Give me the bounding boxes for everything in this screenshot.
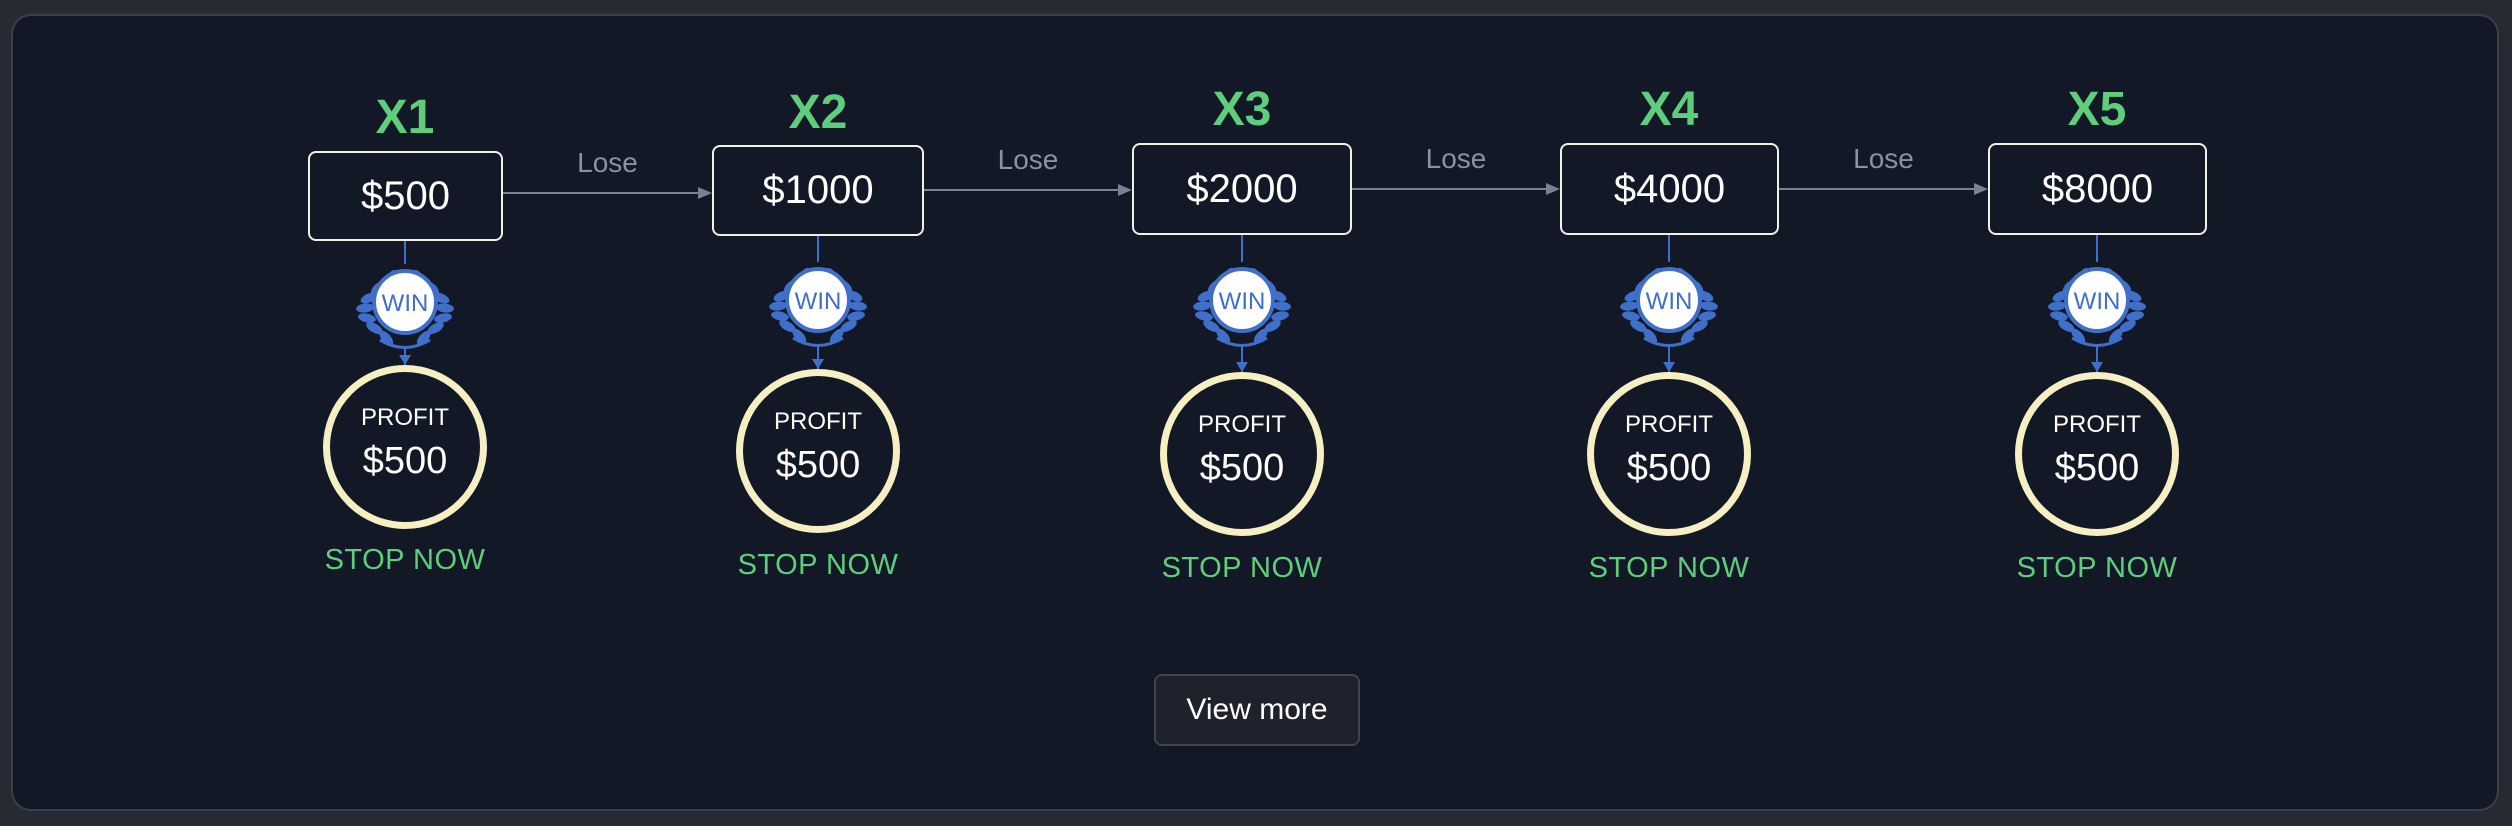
profit-connector-line <box>1668 344 1670 372</box>
bet-amount-box: $2000 <box>1132 143 1352 235</box>
win-label: WIN <box>1219 288 1266 315</box>
profit-circle: PROFIT $500 <box>736 369 900 533</box>
multiplier-label: X3 <box>1212 83 1272 136</box>
profit-circle: PROFIT $500 <box>323 365 487 529</box>
lose-label: Lose <box>1853 143 1914 174</box>
arrow-down-icon <box>1663 362 1675 372</box>
win-connector-line <box>1668 235 1670 262</box>
stop-now-label: STOP NOW <box>1588 552 1750 584</box>
stop-now-label: STOP NOW <box>2016 552 2178 584</box>
profit-label: PROFIT <box>361 404 449 431</box>
bet-amount-box: $8000 <box>1988 143 2207 235</box>
win-laurel-icon: WIN <box>1187 258 1297 358</box>
arrow-down-icon <box>812 359 824 369</box>
view-more-button[interactable]: View more <box>1154 674 1360 746</box>
stop-now-label: STOP NOW <box>324 544 486 576</box>
profit-circle: PROFIT $500 <box>2015 372 2179 536</box>
lose-arrow <box>1352 183 1560 195</box>
multiplier-label: X2 <box>788 86 848 139</box>
lose-arrow <box>1779 183 1988 195</box>
profit-circle: PROFIT $500 <box>1587 372 1751 536</box>
lose-label: Lose <box>997 144 1059 175</box>
win-connector-line <box>2096 235 2098 262</box>
profit-label: PROFIT <box>1625 411 1713 438</box>
win-laurel-icon: WIN <box>1614 258 1724 358</box>
lose-arrow <box>924 184 1132 196</box>
win-label: WIN <box>795 288 842 315</box>
profit-label: PROFIT <box>774 408 862 435</box>
profit-value: $500 <box>1199 447 1285 489</box>
win-laurel-icon: WIN <box>763 258 873 358</box>
win-connector-line <box>404 241 406 264</box>
profit-value: $500 <box>1626 447 1712 489</box>
stop-now-label: STOP NOW <box>1161 552 1323 584</box>
bet-amount-box: $1000 <box>712 145 924 236</box>
profit-value: $500 <box>2054 447 2140 489</box>
win-label: WIN <box>1646 288 1693 315</box>
bet-amount-box: $500 <box>308 151 503 241</box>
win-laurel-icon: WIN <box>350 260 460 360</box>
profit-connector-line <box>817 344 819 369</box>
bet-amount-box: $4000 <box>1560 143 1779 235</box>
win-label: WIN <box>2074 288 2121 315</box>
profit-connector-line <box>1241 344 1243 372</box>
profit-value: $500 <box>775 444 861 486</box>
lose-label: Lose <box>1425 143 1487 174</box>
profit-value: $500 <box>362 440 448 482</box>
profit-connector-line <box>2096 344 2098 372</box>
arrow-down-icon <box>399 355 411 365</box>
win-laurel-icon: WIN <box>2042 258 2152 358</box>
profit-label: PROFIT <box>1198 411 1286 438</box>
arrow-down-icon <box>1236 362 1248 372</box>
profit-label: PROFIT <box>2053 411 2141 438</box>
lose-label: Lose <box>577 147 638 178</box>
multiplier-label: X4 <box>1639 83 1699 136</box>
arrow-down-icon <box>2091 362 2103 372</box>
win-label: WIN <box>382 290 429 317</box>
multiplier-label: X5 <box>2067 83 2127 136</box>
profit-circle: PROFIT $500 <box>1160 372 1324 536</box>
multiplier-label: X1 <box>375 91 435 144</box>
lose-arrow <box>503 187 712 199</box>
win-connector-line <box>1241 235 1243 262</box>
win-connector-line <box>817 236 819 262</box>
stop-now-label: STOP NOW <box>737 549 899 581</box>
